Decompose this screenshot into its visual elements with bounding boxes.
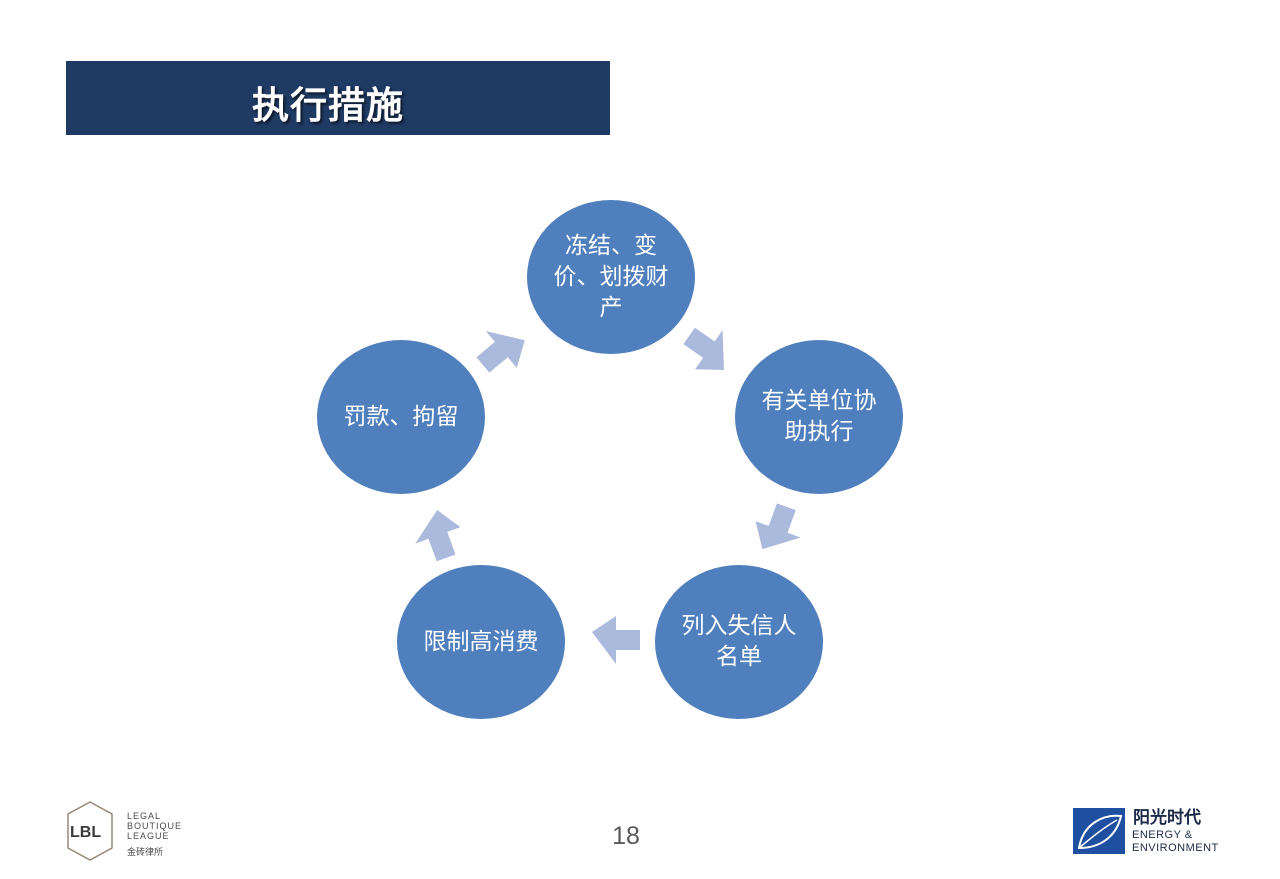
- lbl-logo-chinese: 金砖律所: [127, 848, 164, 858]
- node-consumption-limit: 限制高消费: [397, 565, 565, 719]
- node-fine-detention: 罚款、拘留: [317, 340, 485, 494]
- title-bar: 执行措施: [66, 61, 610, 135]
- slide-title: 执行措施: [252, 84, 404, 127]
- arrow-right-up-icon: [476, 331, 525, 373]
- arrow-down-icon: [755, 503, 801, 550]
- ee-logo-english: ENERGY & ENVIRONMENT: [1132, 829, 1219, 855]
- lbl-logo-text: LEGAL BOUTIQUE LEAGUE: [127, 811, 182, 841]
- lbl-logo-line: LEAGUE: [127, 831, 170, 841]
- node-fine-detention-label: 罚款、拘留: [343, 403, 459, 430]
- lbl-logo-line: LEGAL: [127, 811, 162, 821]
- page-number: 18: [612, 822, 640, 850]
- ee-logo-line: ENERGY &: [1132, 829, 1193, 841]
- node-consumption-limit-label: 限制高消费: [423, 628, 539, 655]
- ee-logo-line: ENVIRONMENT: [1132, 842, 1219, 854]
- ee-logo-chinese: 阳光时代: [1133, 808, 1201, 828]
- node-blacklist: 列入失信人名单: [655, 565, 823, 719]
- node-unit-assistance-label: 有关单位协助执行: [761, 388, 877, 445]
- lbl-logo-icon: [67, 801, 113, 861]
- node-freeze-assets-label: 冻结、变价、划拨财产: [553, 232, 669, 321]
- arrow-left-icon: [592, 616, 640, 664]
- node-unit-assistance: 有关单位协助执行: [735, 340, 903, 494]
- arrow-up-icon: [415, 510, 461, 562]
- node-blacklist-label: 列入失信人名单: [681, 613, 797, 670]
- node-freeze-assets: 冻结、变价、划拨财产: [527, 200, 695, 354]
- leaf-logo-icon: [1073, 808, 1125, 854]
- arrow-right-down-icon: [683, 327, 724, 370]
- lbl-logo-line: BOUTIQUE: [127, 821, 183, 831]
- lbl-logo-mark: LBL: [70, 824, 102, 841]
